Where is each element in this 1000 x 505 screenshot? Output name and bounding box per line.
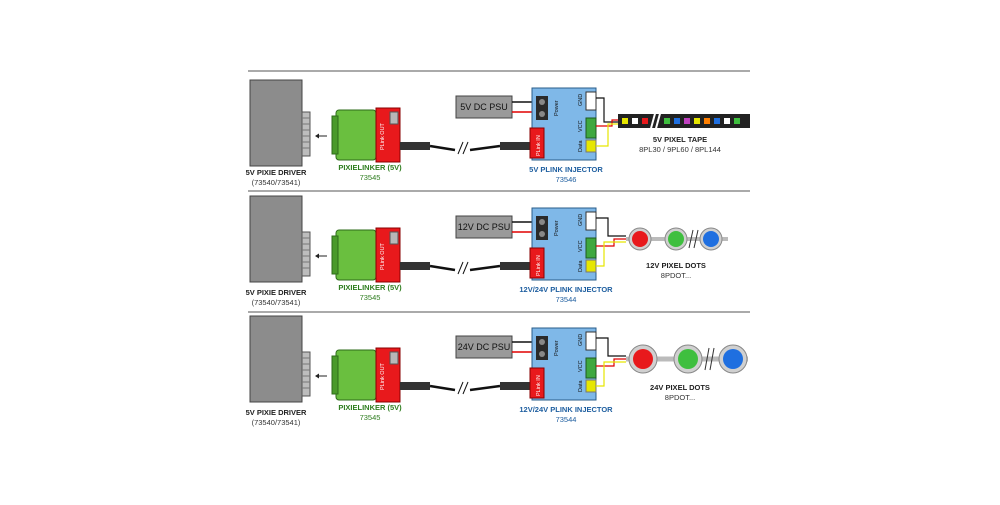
psu-label: 5V DC PSU [460, 102, 508, 112]
pixielinker: PLink OUT [331, 227, 401, 283]
linker-sub: 73545 [360, 293, 381, 302]
injector-title: 12V/24V PLINK INJECTOR [519, 285, 613, 294]
injector-title: 12V/24V PLINK INJECTOR [519, 405, 613, 414]
driver-title: 5V PIXIE DRIVER [246, 168, 307, 177]
plink-out-label: PLink OUT [380, 122, 386, 150]
plink-in-label: PLink IN [536, 255, 542, 276]
data-label: Data [578, 139, 584, 152]
row-24v-dots: 5V PIXIE DRIVER (73540/73541) PLink OUT … [246, 315, 748, 427]
gnd-label: GND [578, 94, 584, 106]
gnd-label: GND [578, 214, 584, 226]
plink-injector: Power PLink IN GND VCC Data [529, 327, 597, 401]
arrow-left-icon [315, 373, 327, 379]
linker-title: PIXIELINKER (5V) [338, 283, 402, 292]
power-label: Power [554, 100, 560, 116]
plink-in-label: PLink IN [536, 135, 542, 156]
arrow-left-icon [315, 253, 327, 259]
pixie-driver [249, 315, 311, 403]
linker-title: PIXIELINKER (5V) [338, 163, 402, 172]
psu: 24V DC PSU [455, 335, 538, 359]
plink-cable [400, 381, 530, 395]
output-wires [596, 337, 626, 387]
linker-title: PIXIELINKER (5V) [338, 403, 402, 412]
output-wires [596, 217, 626, 267]
plink-cable [400, 261, 530, 275]
output-sub: 8PDOT... [661, 271, 691, 280]
arrow-left-icon [315, 133, 327, 139]
driver-title: 5V PIXIE DRIVER [246, 288, 307, 297]
psu-label: 24V DC PSU [458, 342, 511, 352]
vcc-label: VCC [578, 120, 584, 132]
driver-sub: (73540/73541) [252, 418, 301, 427]
output-title: 24V PIXEL DOTS [650, 383, 710, 392]
driver-sub: (73540/73541) [252, 298, 301, 307]
injector-sub: 73546 [556, 175, 577, 184]
output-title: 12V PIXEL DOTS [646, 261, 706, 270]
plink-out-label: PLink OUT [380, 362, 386, 390]
plink-injector: Power PLink IN GND VCC Data [529, 87, 597, 161]
output-sub: 8PDOT... [665, 393, 695, 402]
output-wires [596, 97, 618, 147]
plink-injector: Power PLink IN GND VCC Data [529, 207, 597, 281]
pixie-driver [249, 79, 311, 167]
plink-cable [400, 141, 530, 155]
vcc-label: VCC [578, 360, 584, 372]
pixie-driver [249, 195, 311, 283]
power-label: Power [554, 220, 560, 236]
vcc-label: VCC [578, 240, 584, 252]
gnd-label: GND [578, 334, 584, 346]
pixielinker: PLink OUT [331, 107, 401, 163]
data-label: Data [578, 259, 584, 272]
row-12v-dots: 5V PIXIE DRIVER (73540/73541) PLink OUT … [246, 195, 728, 307]
output-title: 5V PIXEL TAPE [653, 135, 707, 144]
linker-sub: 73545 [360, 173, 381, 182]
injector-sub: 73544 [556, 295, 577, 304]
output-sub: 8PL30 / 9PL60 / 8PL144 [639, 145, 721, 154]
injector-sub: 73544 [556, 415, 577, 424]
row-5v-tape: 5V PIXIE DRIVER (73540/73541) PLink OUT … [246, 79, 750, 187]
pixel-dots [626, 227, 728, 251]
power-label: Power [554, 340, 560, 356]
pixel-tape [618, 109, 750, 133]
psu-label: 12V DC PSU [458, 222, 511, 232]
plink-out-label: PLink OUT [380, 242, 386, 270]
linker-sub: 73545 [360, 413, 381, 422]
pixielinker: PLink OUT [331, 347, 401, 403]
data-label: Data [578, 379, 584, 392]
driver-sub: (73540/73541) [252, 178, 301, 187]
plink-in-label: PLink IN [536, 375, 542, 396]
psu: 5V DC PSU [455, 95, 538, 119]
pixel-dots [626, 344, 748, 374]
injector-title: 5V PLINK INJECTOR [529, 165, 603, 174]
psu: 12V DC PSU [455, 215, 538, 239]
driver-title: 5V PIXIE DRIVER [246, 408, 307, 417]
